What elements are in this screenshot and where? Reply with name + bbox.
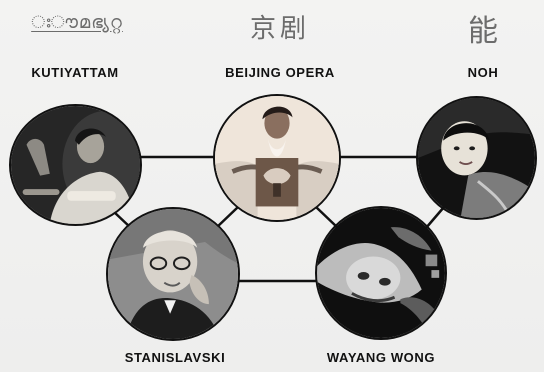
connector-noh-wayang	[425, 206, 445, 229]
beijing-opera-photo	[213, 94, 341, 222]
connector-beijing-stanislavski	[215, 206, 239, 229]
wayang-wong-label: WAYANG WONG	[326, 350, 436, 365]
noh-script-title: 能	[468, 14, 498, 49]
kutiyattam-script-title: ഃൗമഭ്യറ്റ	[31, 12, 123, 33]
beijing-opera-label: BEIJING OPERA	[225, 65, 335, 80]
noh-label: NOH	[467, 65, 499, 80]
beijing-opera-script-title: 京剧	[249, 14, 310, 44]
stanislavski-photo	[106, 207, 240, 341]
wayang-wong-photo	[315, 206, 447, 340]
kutiyattam-label: KUTIYATTAM	[31, 65, 119, 80]
noh-photo	[416, 96, 537, 220]
kutiyattam-photo	[9, 104, 142, 226]
stanislavski-label: STANISLAVSKI	[124, 350, 226, 365]
